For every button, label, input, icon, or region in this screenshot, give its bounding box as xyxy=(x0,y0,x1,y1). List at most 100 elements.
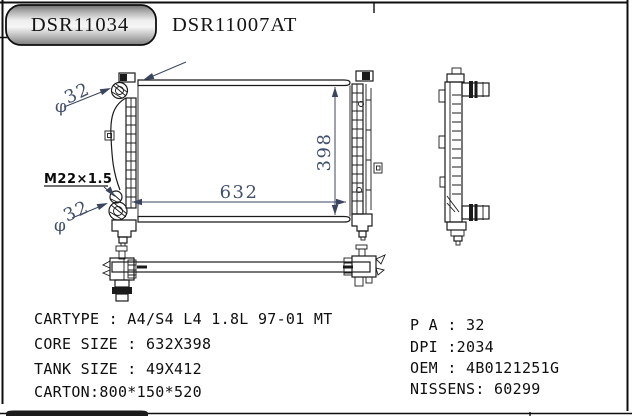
bl-lower-band xyxy=(112,287,132,294)
dim-width-label: 632 xyxy=(220,182,259,203)
side-foot xyxy=(446,221,467,231)
left-tank xyxy=(104,72,137,247)
specs-right: P A : 32 DPI :2034 OEM : 4B0121251G NISS… xyxy=(410,316,559,398)
right-tank-detail-bottom xyxy=(356,187,362,193)
br-tab-1 xyxy=(354,276,364,287)
bl-lower-neck xyxy=(114,279,130,288)
next-row-capsule-top xyxy=(6,410,148,416)
br-pin-cap xyxy=(355,244,368,250)
part-number-secondary: DSR11007AT xyxy=(172,14,297,36)
core-bottom-band xyxy=(137,215,351,223)
spec-dpi: DPI :2034 xyxy=(410,338,494,356)
bottom-port-hatch xyxy=(109,202,128,221)
spec-core-size: CORE SIZE : 632X398 xyxy=(34,335,211,353)
dim-height-arrow-top xyxy=(331,87,339,97)
side-top-pipe-collar-2 xyxy=(474,81,478,98)
br-block xyxy=(351,255,377,278)
front-view: 632 398 φ 32 M22×1.5 φ xyxy=(44,61,383,247)
top-port-hatch xyxy=(111,83,128,99)
side-bottom-pipe-end xyxy=(482,205,490,220)
side-top-cap xyxy=(446,73,465,83)
spec-tank-size: TANK SIZE : 49X412 xyxy=(34,360,202,378)
side-top-tip xyxy=(451,67,462,75)
side-tabs xyxy=(438,89,445,188)
right-tank xyxy=(351,70,383,241)
right-tank-cap-fill xyxy=(362,72,370,80)
spec-oem: OEM : 4B0121251G xyxy=(410,359,559,377)
spec-nissens: NISSENS: 60299 xyxy=(410,380,541,398)
br-pin-stem xyxy=(358,248,366,257)
left-tank-clip-inner xyxy=(107,133,112,138)
top-port-outer xyxy=(110,81,129,100)
bottom-bar-dash-left xyxy=(137,265,147,269)
dim-width-arrow-left xyxy=(132,198,142,206)
side-funnel xyxy=(446,195,460,213)
specs-left: CARTYPE : A4/S4 L4 1.8L 97-01 MT CORE SI… xyxy=(34,310,333,401)
dimension-height: 398 xyxy=(314,87,339,215)
thread-port-outer xyxy=(109,190,123,204)
br-tab-2 xyxy=(365,276,373,284)
side-top-pipe-collar-1 xyxy=(469,81,473,98)
right-tank-bracket xyxy=(373,162,383,174)
br-collar xyxy=(343,257,353,276)
right-tank-detail-top xyxy=(358,101,364,107)
left-tank-cap-fill xyxy=(120,74,127,81)
bottom-bar xyxy=(111,261,371,273)
bottom-bar-dash-right xyxy=(343,265,353,269)
left-tank-cap xyxy=(118,72,136,83)
br-collar-stripes xyxy=(344,262,352,274)
side-body-rungs xyxy=(452,94,461,195)
side-bottom-pipe-collar-1 xyxy=(469,204,473,221)
core-top-band xyxy=(137,79,351,87)
side-top-pipe-end xyxy=(482,82,490,97)
right-tank-foot xyxy=(351,213,373,232)
bottom-port-symbol: φ xyxy=(54,216,66,236)
dim-height-label: 398 xyxy=(314,133,335,172)
side-bottom-pipe-collar-2 xyxy=(474,204,478,221)
dim-height-arrow-bottom xyxy=(331,205,339,215)
side-pin-tip xyxy=(455,240,461,246)
side-pin xyxy=(453,235,463,242)
dim-width-arrow-right xyxy=(336,198,346,206)
right-ladder-frame xyxy=(351,83,364,215)
left-tank-clip xyxy=(104,130,115,141)
bl-pin-cap xyxy=(115,245,128,252)
right-tank-bracket-inner xyxy=(376,165,381,171)
leader-thread-arrow xyxy=(105,186,115,197)
callout-bottom-port: φ 32 xyxy=(54,197,108,236)
left-tank-foot xyxy=(111,219,137,238)
leader-top-band-arrow xyxy=(143,72,155,80)
part-number-capsule xyxy=(5,4,157,46)
top-port-symbol: φ xyxy=(55,97,67,117)
bl-lower-foot xyxy=(115,293,129,302)
left-tank-outline xyxy=(110,97,127,191)
bottom-view xyxy=(101,244,386,302)
bl-collar xyxy=(127,259,137,279)
bottom-left-assembly xyxy=(101,245,137,302)
side-body xyxy=(444,81,463,223)
spec-pa: P A : 32 xyxy=(410,316,485,334)
right-tank-pin xyxy=(358,230,367,238)
left-tank-pin xyxy=(118,236,128,244)
side-foot-step xyxy=(450,229,465,237)
thread-spec-label: M22×1.5 xyxy=(44,172,112,187)
callout-thread: M22×1.5 xyxy=(44,172,115,197)
bl-pin-stem xyxy=(118,250,126,260)
bottom-right-assembly xyxy=(343,244,386,287)
side-view xyxy=(438,67,490,246)
right-tank-cap xyxy=(355,70,374,82)
leader-top-port-arrow xyxy=(99,88,111,96)
spec-carton: CARTON:800*150*520 xyxy=(34,383,202,401)
right-ladder-rungs xyxy=(352,92,363,202)
spec-cartype: CARTYPE : A4/S4 L4 1.8L 97-01 MT xyxy=(34,310,333,328)
leader-bottom-port-arrow xyxy=(96,203,108,211)
br-wings xyxy=(375,254,386,276)
core-side-joints xyxy=(137,85,351,217)
right-tank-pin-tip xyxy=(360,236,366,241)
callout-top-port: φ 32 xyxy=(55,61,187,117)
part-number-primary: DSR11034 xyxy=(31,14,129,36)
dimension-width: 632 xyxy=(132,182,346,206)
